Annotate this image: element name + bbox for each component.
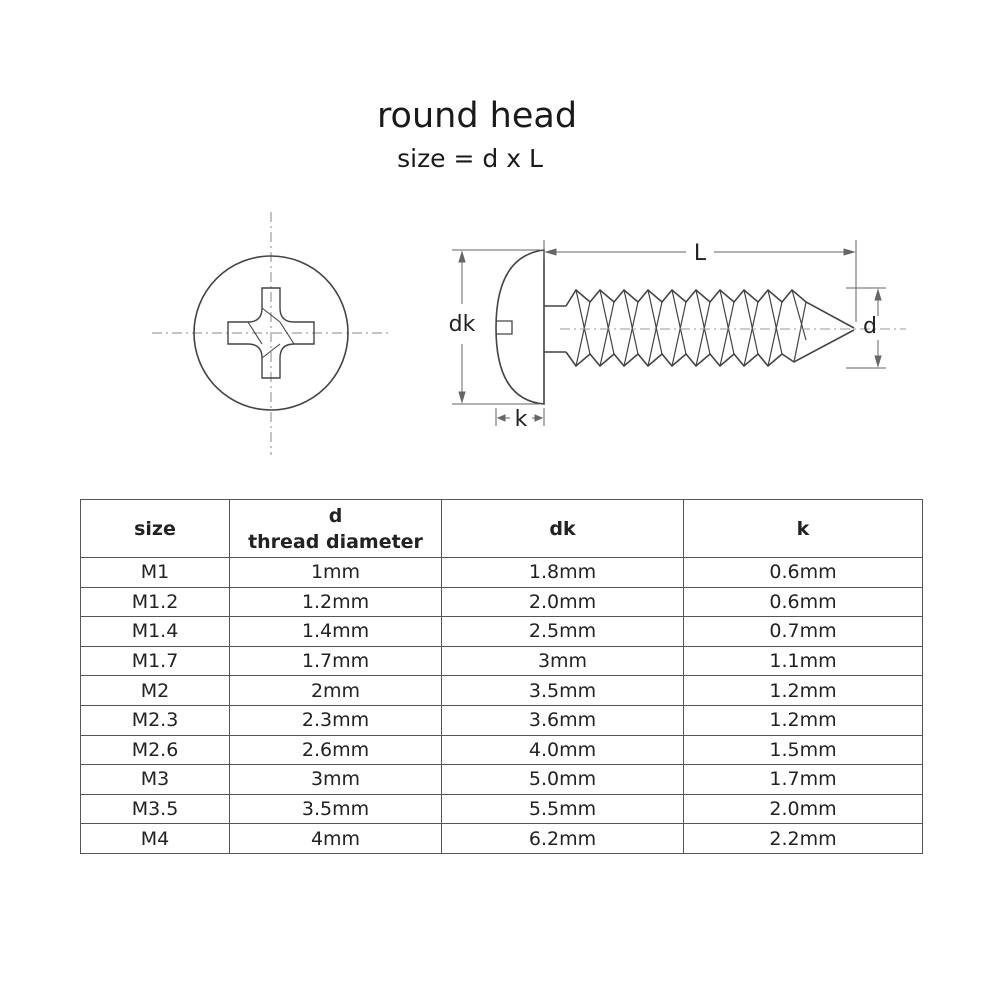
cell-size: M1.2 bbox=[80, 586, 230, 618]
cell-d: 1mm bbox=[229, 557, 442, 588]
label-head-height: k bbox=[515, 407, 528, 432]
cell-k: 0.6mm bbox=[683, 557, 923, 588]
cell-size: M3 bbox=[80, 764, 230, 795]
head-outline bbox=[193, 255, 349, 411]
thread-top-profile bbox=[565, 288, 855, 329]
cell-d: 4mm bbox=[229, 823, 442, 854]
thread-bottom-profile bbox=[565, 329, 855, 368]
dimension-lines bbox=[452, 240, 886, 426]
screw-side-view bbox=[495, 249, 906, 405]
head-slot bbox=[496, 320, 513, 335]
label-length: L bbox=[694, 241, 707, 266]
cell-size: M3.5 bbox=[80, 793, 230, 825]
cell-dk: 5.5mm bbox=[441, 793, 684, 825]
cell-d: 3mm bbox=[229, 764, 442, 795]
cell-d: 1.7mm bbox=[229, 645, 442, 677]
cell-size: M2.3 bbox=[80, 704, 230, 736]
screw-diagram: L dk d k bbox=[152, 212, 906, 455]
cell-size: M4 bbox=[80, 823, 230, 854]
cell-k: 2.2mm bbox=[683, 823, 923, 854]
label-thread-diameter: d bbox=[863, 314, 877, 339]
cell-k: 1.2mm bbox=[683, 704, 923, 736]
cell-dk: 6.2mm bbox=[441, 823, 684, 854]
cell-d: 2.6mm bbox=[229, 734, 442, 766]
page-subtitle: size = d x L bbox=[397, 144, 543, 173]
label-head-diameter: dk bbox=[449, 312, 476, 337]
cell-size: M1 bbox=[80, 557, 230, 588]
cell-k: 0.6mm bbox=[683, 586, 923, 618]
header-size: size bbox=[80, 499, 230, 558]
cell-d: 2mm bbox=[229, 675, 442, 706]
page-title: round head bbox=[376, 96, 578, 136]
cell-k: 1.1mm bbox=[683, 645, 923, 677]
thread-flanks bbox=[575, 289, 807, 367]
cell-k: 1.7mm bbox=[683, 764, 923, 795]
screw-head bbox=[495, 249, 545, 405]
screw-top-view bbox=[152, 212, 390, 455]
cell-k: 2.0mm bbox=[683, 793, 923, 825]
cell-dk: 2.0mm bbox=[441, 586, 684, 618]
cell-d: 3.5mm bbox=[229, 793, 442, 825]
cell-dk: 1.8mm bbox=[441, 557, 684, 588]
cell-size: M1.7 bbox=[80, 645, 230, 677]
cell-size: M2.6 bbox=[80, 734, 230, 766]
cell-d: 1.2mm bbox=[229, 586, 442, 618]
cell-d: 2.3mm bbox=[229, 704, 442, 736]
cell-d: 1.4mm bbox=[229, 616, 442, 647]
cell-dk: 4.0mm bbox=[441, 734, 684, 766]
header-head-height: k bbox=[683, 499, 923, 558]
cell-dk: 2.5mm bbox=[441, 616, 684, 647]
cell-k: 1.2mm bbox=[683, 675, 923, 706]
cell-k: 1.5mm bbox=[683, 734, 923, 766]
cell-dk: 3mm bbox=[441, 645, 684, 677]
phillips-recess bbox=[227, 287, 315, 379]
cell-size: M2 bbox=[80, 675, 230, 706]
header-head-diameter: dk bbox=[441, 499, 684, 558]
cell-dk: 3.5mm bbox=[441, 675, 684, 706]
cell-size: M1.4 bbox=[80, 616, 230, 647]
cell-k: 0.7mm bbox=[683, 616, 923, 647]
cell-dk: 5.0mm bbox=[441, 764, 684, 795]
cell-dk: 3.6mm bbox=[441, 704, 684, 736]
